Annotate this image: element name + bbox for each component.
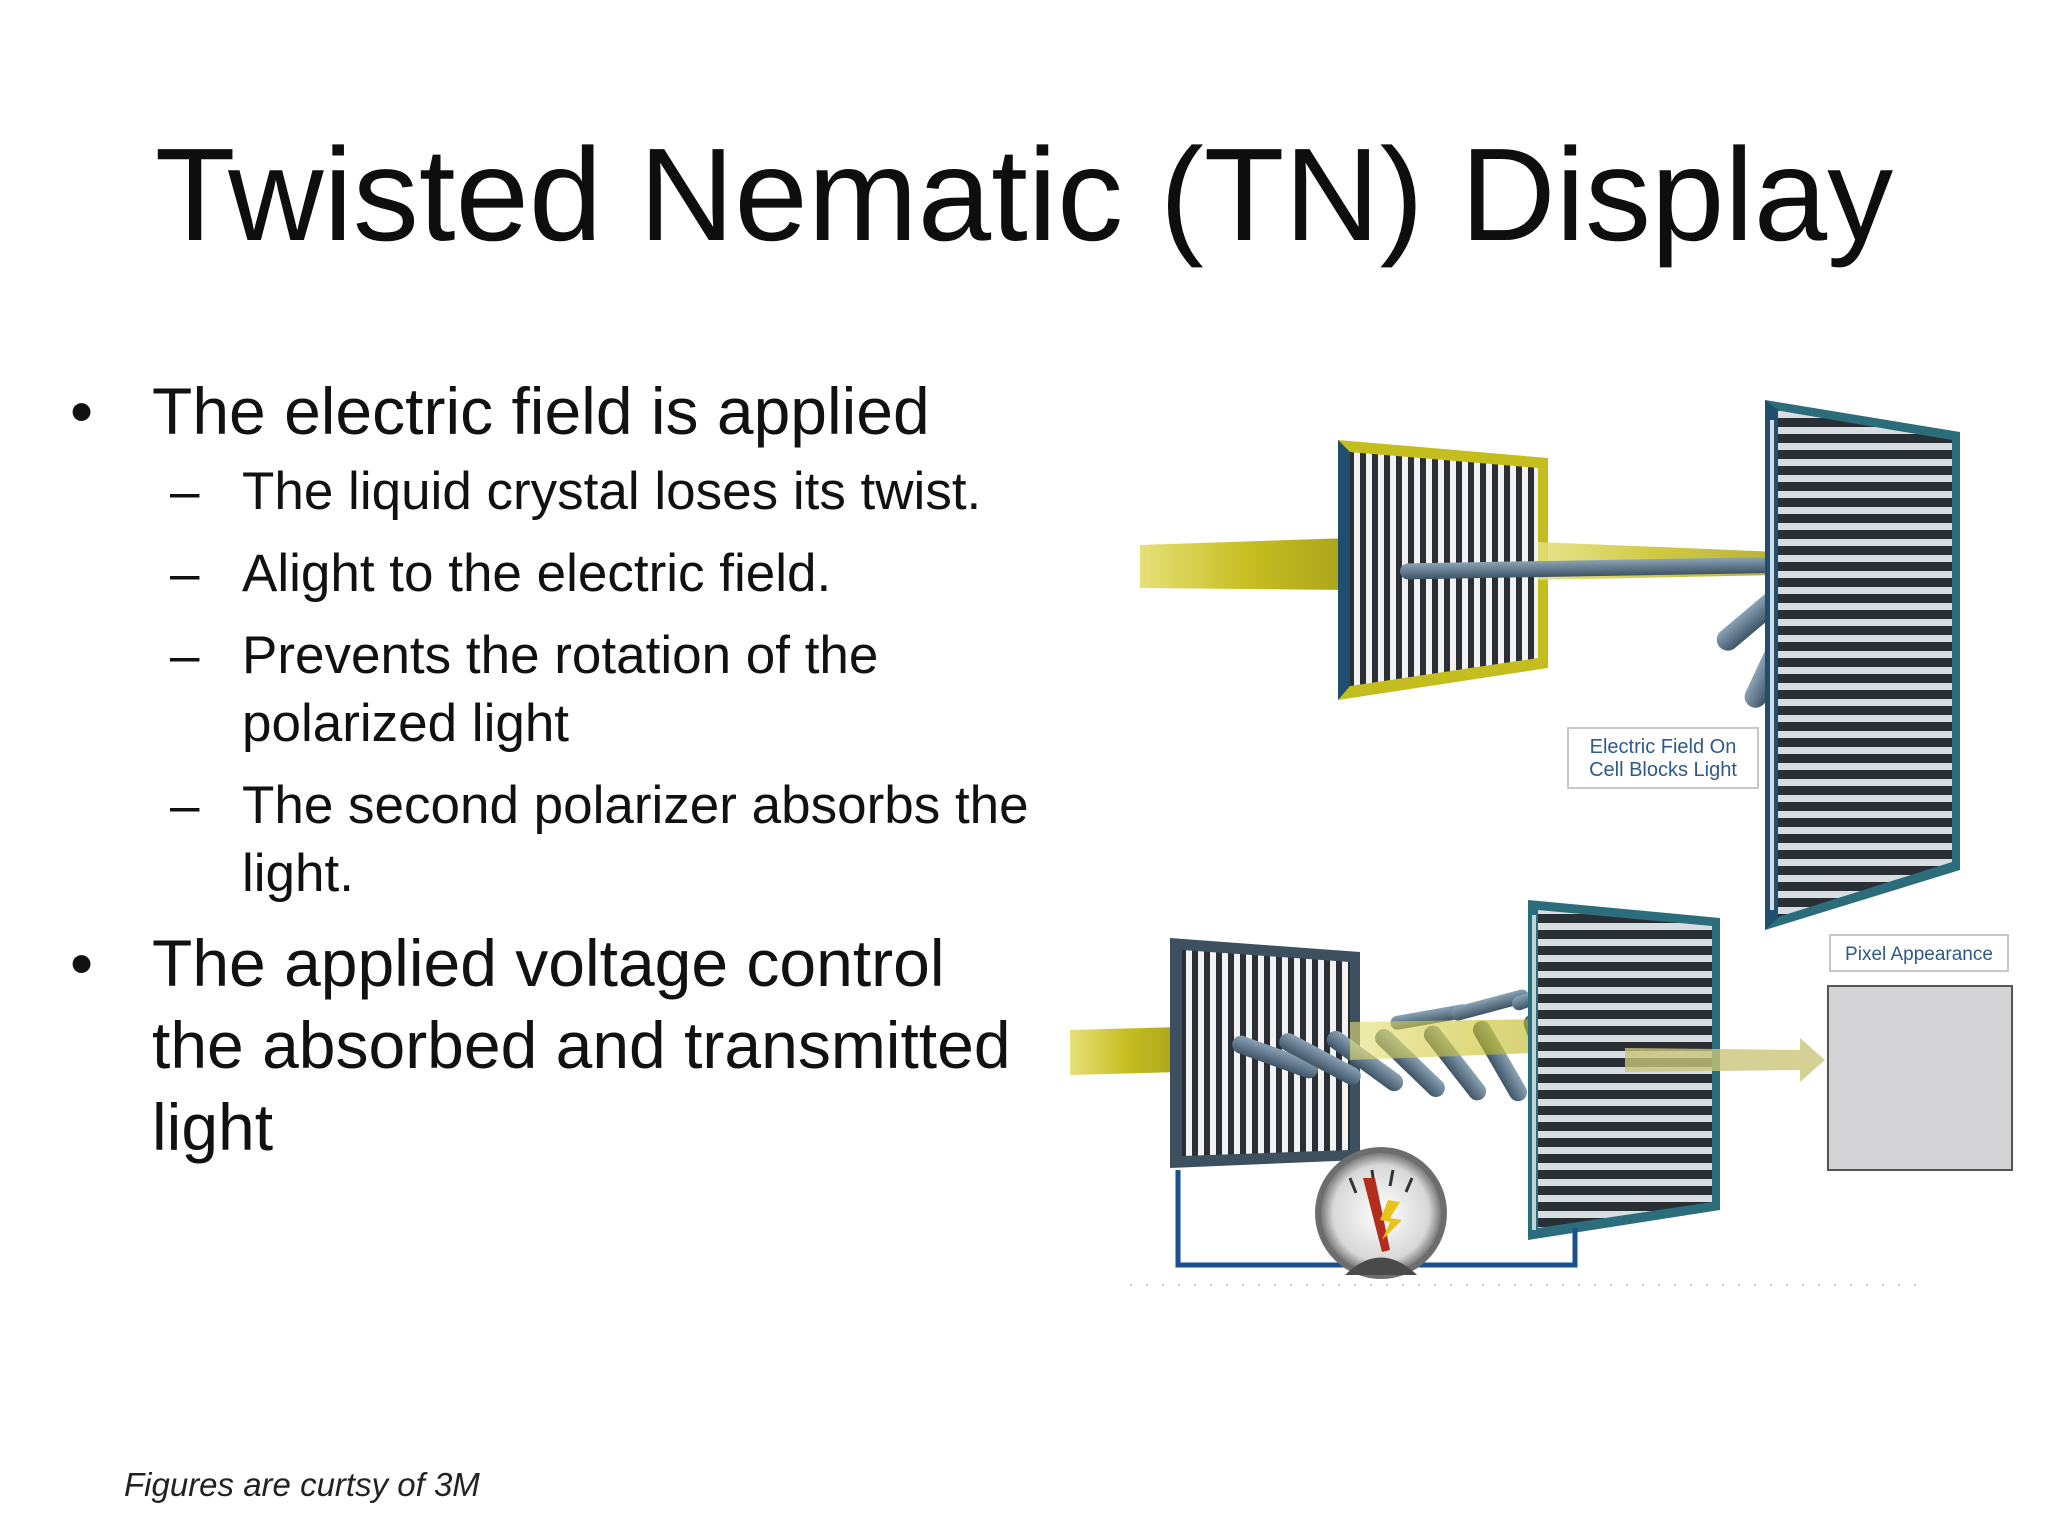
sub-bullet-text: Prevents the rotation of the polarized l…	[242, 626, 879, 753]
sub-bullet-item: – The liquid crystal loses its twist.	[70, 458, 1030, 526]
label-line-1: Electric Field On	[1590, 736, 1737, 758]
sub-bullet-text: The liquid crystal loses its twist.	[242, 462, 982, 521]
light-beam-in-bottom	[1070, 1027, 1180, 1075]
second-polarizer	[1765, 400, 1960, 930]
dash-marker: –	[170, 544, 200, 603]
dash-marker: –	[170, 462, 200, 521]
sub-bullet-item: – Prevents the rotation of the polarized…	[70, 622, 1030, 758]
bullet-list: • The electric field is applied – The li…	[70, 370, 1030, 1168]
top-diagram: Electric Field On Cell Blocks Light	[1140, 400, 1960, 930]
sub-bullet-list: – The liquid crystal loses its twist. – …	[70, 458, 1030, 908]
sub-bullet-text: Alight to the electric field.	[242, 544, 832, 603]
bullet-item: • The electric field is applied	[70, 370, 1030, 452]
light-beam-out	[1625, 1038, 1825, 1082]
light-beam-in	[1140, 538, 1350, 590]
tn-diagram: Electric Field On Cell Blocks Light	[1070, 400, 2013, 1286]
bullet-marker: •	[70, 374, 94, 448]
footnote: Figures are curtsy of 3M	[124, 1466, 480, 1503]
sub-bullet-item: – The second polarizer absorbs the light…	[70, 772, 1030, 908]
dash-marker: –	[170, 626, 200, 685]
electric-field-label: Electric Field On Cell Blocks Light	[1567, 727, 1759, 789]
bullet-item: • The applied voltage control the absorb…	[70, 922, 1030, 1168]
label-line-2: Cell Blocks Light	[1589, 759, 1737, 781]
tn-display-figure: Electric Field On Cell Blocks Light	[1060, 370, 2030, 1290]
slide-title: Twisted Nematic (TN) Display	[154, 121, 1894, 268]
pixel-appearance-label: Pixel Appearance	[1845, 944, 1993, 965]
pixel-appearance: Pixel Appearance	[1827, 934, 2013, 1171]
sub-bullet-text: The second polarizer absorbs the light.	[242, 776, 1029, 903]
dash-marker: –	[170, 776, 200, 835]
bottom-diagram: Pixel Appearance	[1070, 900, 2013, 1286]
sub-bullet-item: – Alight to the electric field.	[70, 540, 1030, 608]
voltage-gauge-icon	[1315, 1147, 1447, 1279]
bullet-marker: •	[70, 926, 94, 1000]
pixel-swatch	[1827, 985, 2013, 1171]
bullet-text: The applied voltage control the absorbed…	[152, 926, 1011, 1164]
bullet-text: The electric field is applied	[152, 374, 930, 448]
